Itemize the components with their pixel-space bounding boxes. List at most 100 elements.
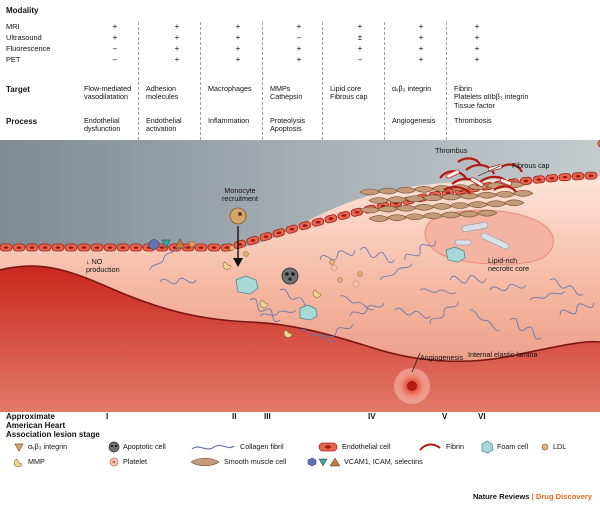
foam-cells — [235, 246, 466, 321]
atherosclerosis-diagram: Thrombus Fibrous cap Angiogenesis Intern… — [0, 140, 600, 412]
collagen-fibril — [359, 247, 395, 263]
column-divider — [200, 22, 201, 140]
column-divider — [322, 22, 323, 140]
process-cell: Endothelial dysfunction — [84, 116, 121, 134]
modality-value: + — [174, 55, 180, 64]
endothelial-nucleus — [315, 220, 321, 224]
modality-value: + — [474, 44, 480, 53]
collagen-fibril — [509, 317, 542, 340]
modality-value: – — [112, 55, 118, 64]
platelet-icon — [109, 457, 119, 467]
smooth-muscle-cells — [359, 181, 534, 222]
foam-cell-icon — [481, 440, 494, 454]
endothelial-nucleus — [302, 224, 308, 227]
endothelial-nucleus — [159, 246, 165, 249]
collagen-fibril — [419, 288, 457, 295]
column-divider — [384, 22, 385, 140]
smooth-muscle-cell — [476, 209, 498, 217]
process-title: Process — [6, 117, 38, 126]
modality-value: + — [474, 22, 480, 31]
target-cell: Lipid core Fibrous cap — [330, 84, 368, 102]
endothelial-nucleus — [445, 191, 451, 195]
collagen-fibrils — [149, 240, 595, 342]
endothelial-nucleus — [198, 246, 204, 249]
endothelial-cell-icon — [318, 442, 338, 452]
fibrous-cap-label: Fibrous cap — [512, 161, 550, 170]
endothelial-nucleus — [263, 235, 269, 238]
endothelial-nucleus — [42, 246, 48, 249]
endothelial-nucleus — [549, 176, 555, 180]
endothelial-nucleus — [536, 178, 542, 181]
journal-separator: | — [529, 492, 536, 501]
modality-value: + — [296, 55, 302, 64]
collagen-fibril — [489, 283, 527, 292]
vcam-icon — [307, 457, 341, 467]
stage-VI: VI — [478, 412, 486, 421]
legend-platelet: Platelet — [123, 457, 147, 466]
journal-name: Nature Reviews — [472, 492, 530, 501]
cholesterol-crystal — [461, 221, 489, 233]
modality-value: + — [235, 33, 241, 42]
icam-triangle — [161, 239, 171, 249]
legend-integrin: αᵥβ₃ integrin — [28, 442, 68, 451]
endothelial-nucleus — [562, 175, 568, 179]
legend-apoptotic: Apoptotic cell — [123, 442, 166, 451]
endothelial-nucleus — [211, 246, 217, 249]
endothelial-nucleus — [185, 246, 191, 249]
collagen-fibril — [299, 329, 335, 342]
ldl-particles — [229, 245, 363, 283]
angiogenesis-label: Angiogenesis — [420, 353, 464, 362]
collagen-fibril — [449, 275, 487, 284]
stage-III: III — [264, 412, 271, 421]
modality-row: MRI+++++++ — [6, 22, 594, 33]
stage-V: V — [442, 412, 448, 421]
modality-value: + — [357, 22, 363, 31]
collagen-icon — [191, 444, 235, 450]
process-cell: Thrombosis — [454, 116, 492, 125]
modality-label: Fluorescence — [6, 44, 51, 53]
target-title: Target — [6, 85, 30, 94]
apoptotic-dot — [291, 272, 295, 276]
endothelial-nucleus — [68, 246, 74, 249]
endothelial-lining — [0, 140, 600, 252]
recruitment-arrowhead — [233, 258, 243, 267]
modality-value: – — [112, 44, 118, 53]
apoptotic-cell — [281, 267, 299, 285]
integrin-marker — [187, 241, 197, 249]
legend-mmp: MMP — [28, 457, 45, 466]
collagen-fibril — [349, 302, 385, 317]
endothelial-nucleus — [354, 210, 360, 214]
modality-row: Ultrasound+++–±++ — [6, 33, 594, 44]
collagen-fibril — [394, 307, 431, 319]
collagen-fibril — [404, 240, 436, 261]
platelets — [330, 264, 360, 288]
smooth-muscle-cell — [512, 190, 534, 197]
journal-section: Drug Discovery — [535, 492, 592, 501]
legend-ldl: LDL — [553, 442, 567, 451]
modality-value: – — [296, 33, 302, 42]
target-cell: MMPs Cathepsin — [270, 84, 303, 102]
modality-label: PET — [6, 55, 21, 64]
fibrin-icon — [419, 443, 441, 451]
endothelial-nucleus — [328, 217, 334, 221]
endothelial-nucleus — [3, 246, 9, 249]
endothelial-nucleus — [289, 227, 295, 231]
apoptotic-dot — [288, 277, 292, 281]
process-cell: Proteolysis Apoptosis — [270, 116, 306, 134]
stage-I: I — [106, 412, 109, 421]
modality-value: + — [474, 33, 480, 42]
legend-smooth-muscle: Smooth muscle cell — [224, 457, 287, 466]
modality-value: + — [112, 22, 118, 31]
endothelial-nucleus — [588, 174, 594, 177]
collagen-fibril — [319, 250, 356, 261]
endothelial-nucleus — [575, 174, 581, 178]
selectin-triangle — [174, 238, 186, 249]
modality-value: – — [357, 55, 363, 64]
collagen-fibril — [319, 324, 353, 341]
target-cell: Flow-mediated vasodilatation — [84, 84, 132, 102]
modality-value: + — [235, 22, 241, 31]
cholesterol-crystal — [480, 232, 510, 250]
modality-value: + — [474, 55, 480, 64]
legend-fibrin: Fibrin — [446, 442, 464, 451]
endothelial-nucleus — [224, 246, 230, 249]
